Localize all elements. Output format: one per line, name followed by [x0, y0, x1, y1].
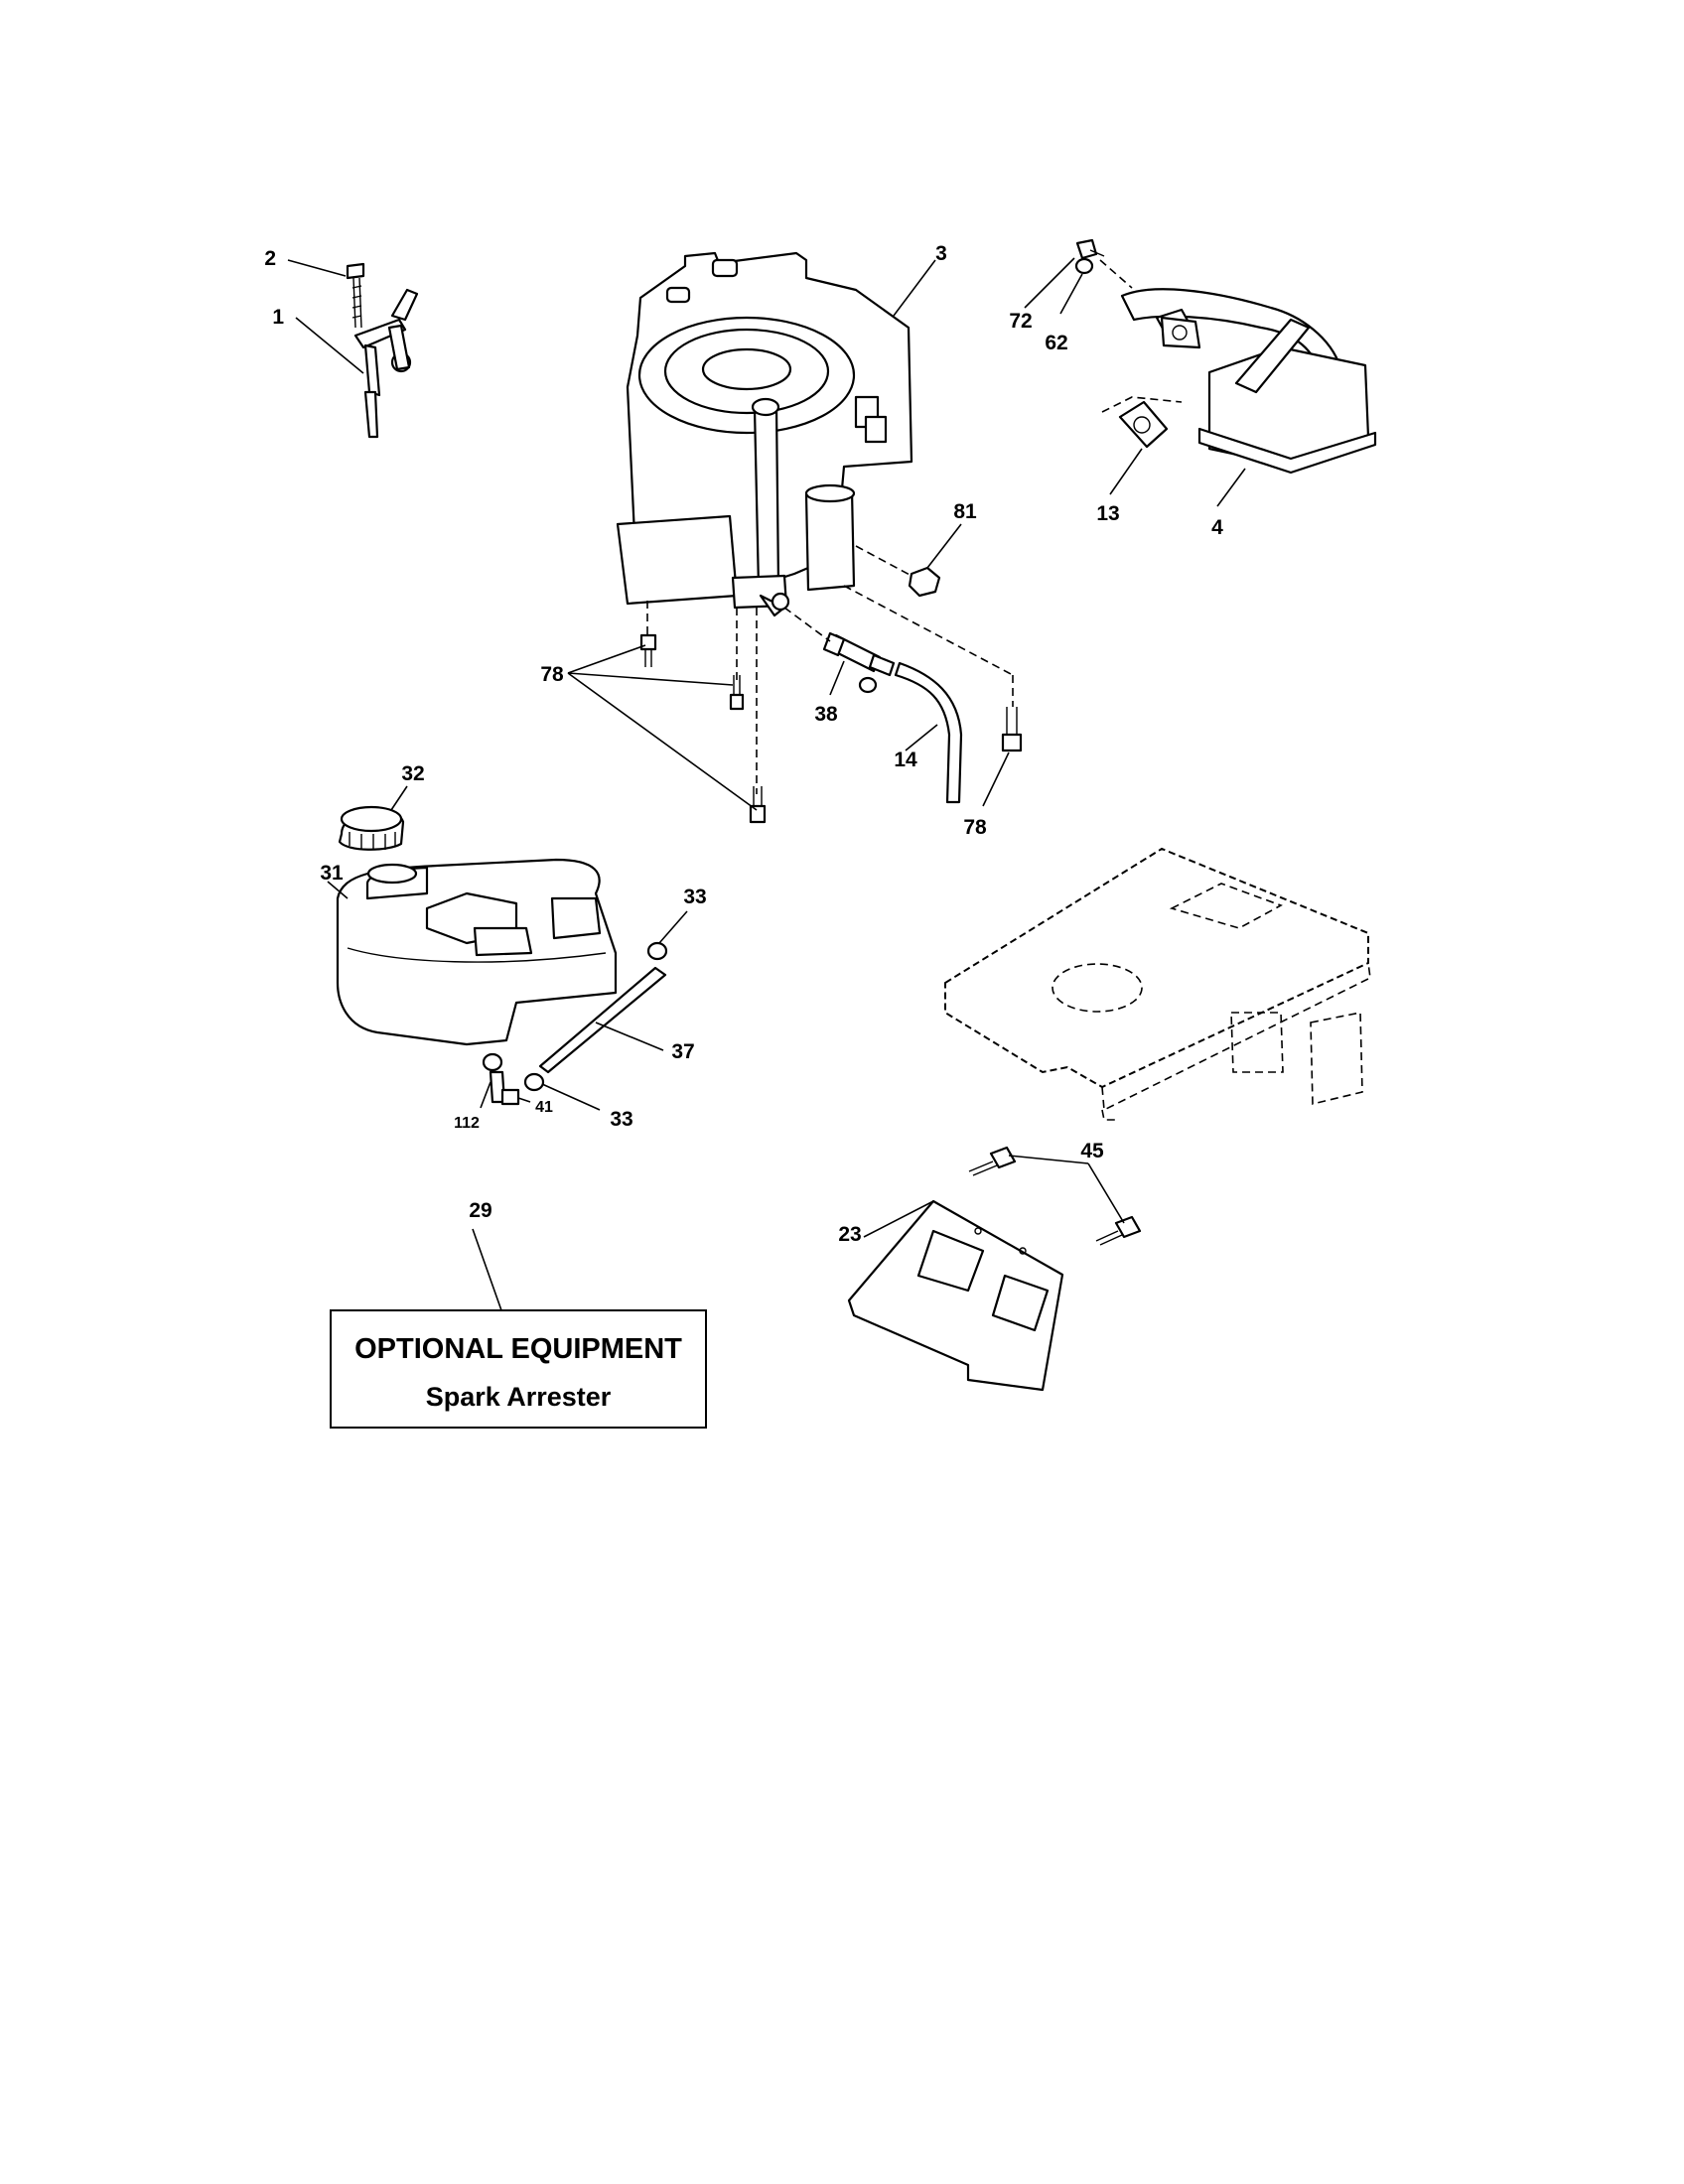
- callout-78-right: 78: [963, 816, 987, 839]
- callout-1: 1: [272, 306, 284, 329]
- callout-41: 41: [535, 1099, 553, 1116]
- callout-29: 29: [469, 1199, 491, 1222]
- clamp-33a: [646, 941, 668, 961]
- callout-62: 62: [1045, 332, 1067, 354]
- callout-112: 112: [454, 1115, 480, 1132]
- washer-62: [1074, 257, 1094, 275]
- callout-72: 72: [1009, 310, 1032, 333]
- screw-2: [346, 262, 365, 329]
- callout-4: 4: [1211, 516, 1223, 539]
- callout-33-bottom: 33: [610, 1108, 632, 1131]
- optional-equipment-item: Spark Arrester: [426, 1382, 612, 1412]
- bolt-78d: [1001, 675, 1023, 752]
- callout-labels: 2 1 3 72 62 13 4 81 78 38 14 78 32 31 33…: [264, 242, 1223, 1246]
- fitting-41: [500, 1088, 520, 1106]
- callout-13: 13: [1096, 502, 1119, 525]
- fuel-line-14: [894, 661, 963, 804]
- callout-33-top: 33: [683, 886, 706, 908]
- clamp-33b: [523, 1072, 545, 1092]
- fuel-tank-31: [336, 858, 618, 1046]
- callout-32: 32: [401, 762, 424, 785]
- callout-23: 23: [838, 1223, 861, 1246]
- callout-45: 45: [1080, 1140, 1104, 1162]
- muffler-4: [1197, 318, 1377, 475]
- callout-81: 81: [953, 500, 977, 523]
- nut-81: [908, 566, 941, 598]
- throttle-bracket: [353, 288, 419, 439]
- callout-14: 14: [894, 749, 917, 771]
- optional-equipment-title: OPTIONAL EQUIPMENT: [354, 1333, 682, 1365]
- tractor-frame: [944, 847, 1371, 1121]
- bolt-78a: [639, 633, 657, 667]
- engine-3: [616, 251, 913, 617]
- callout-38: 38: [814, 703, 838, 726]
- callout-2: 2: [264, 247, 276, 270]
- callout-31: 31: [320, 862, 344, 885]
- bolt-78c: [749, 786, 767, 824]
- callout-78-left: 78: [540, 663, 564, 686]
- leader-lines: [287, 257, 1246, 1311]
- bolt-45a: [968, 1146, 1017, 1176]
- gasket-13: [1118, 400, 1169, 449]
- fuel-filter-38: [822, 631, 896, 694]
- optional-equipment-box: OPTIONAL EQUIPMENT Spark Arrester: [330, 1309, 707, 1429]
- bolt-45b: [1095, 1215, 1142, 1246]
- fuel-cap-32: [338, 805, 405, 851]
- heat-shield-23: [847, 1199, 1064, 1392]
- fitting-112: [482, 1052, 506, 1104]
- bolt-78b: [729, 675, 745, 711]
- bolt-72: [1075, 238, 1105, 260]
- fuel-line-37: [538, 966, 667, 1074]
- callout-3: 3: [935, 242, 947, 265]
- callout-37: 37: [671, 1040, 694, 1063]
